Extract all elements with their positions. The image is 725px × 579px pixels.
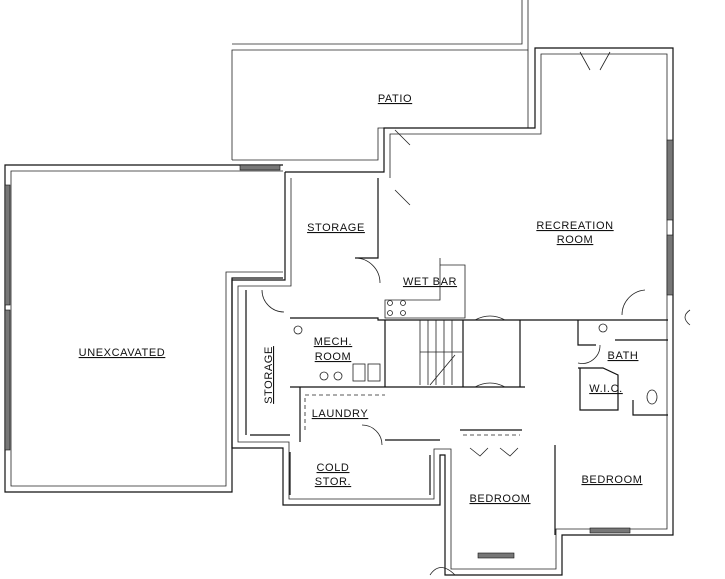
label-bath: BATH bbox=[608, 350, 639, 362]
label-recreation-room: ROOM bbox=[557, 234, 594, 246]
label-cold: COLD bbox=[317, 462, 350, 474]
stairs bbox=[419, 320, 462, 386]
label-wet-bar: WET BAR bbox=[403, 276, 457, 288]
label-unexcavated: UNEXCAVATED bbox=[79, 347, 166, 359]
label-storage: STORAGE bbox=[307, 222, 365, 234]
label-laundry: LAUNDRY bbox=[312, 408, 369, 420]
label-cold-stor: STOR. bbox=[315, 476, 351, 488]
label-wic: W.I.C. bbox=[589, 383, 623, 395]
label-bedroom-right: BEDROOM bbox=[581, 474, 642, 486]
walls bbox=[4, 0, 691, 576]
label-recreation: RECREATION bbox=[536, 220, 613, 232]
label-patio: PATIO bbox=[378, 93, 412, 105]
label-bedroom-left: BEDROOM bbox=[469, 493, 530, 505]
label-mech: MECH. bbox=[314, 336, 352, 348]
label-mech-room: ROOM bbox=[315, 351, 352, 363]
room-labels: PATIO STORAGE RECREATION ROOM WET BAR UN… bbox=[79, 93, 642, 505]
label-storage-side: STORAGE bbox=[263, 346, 275, 404]
